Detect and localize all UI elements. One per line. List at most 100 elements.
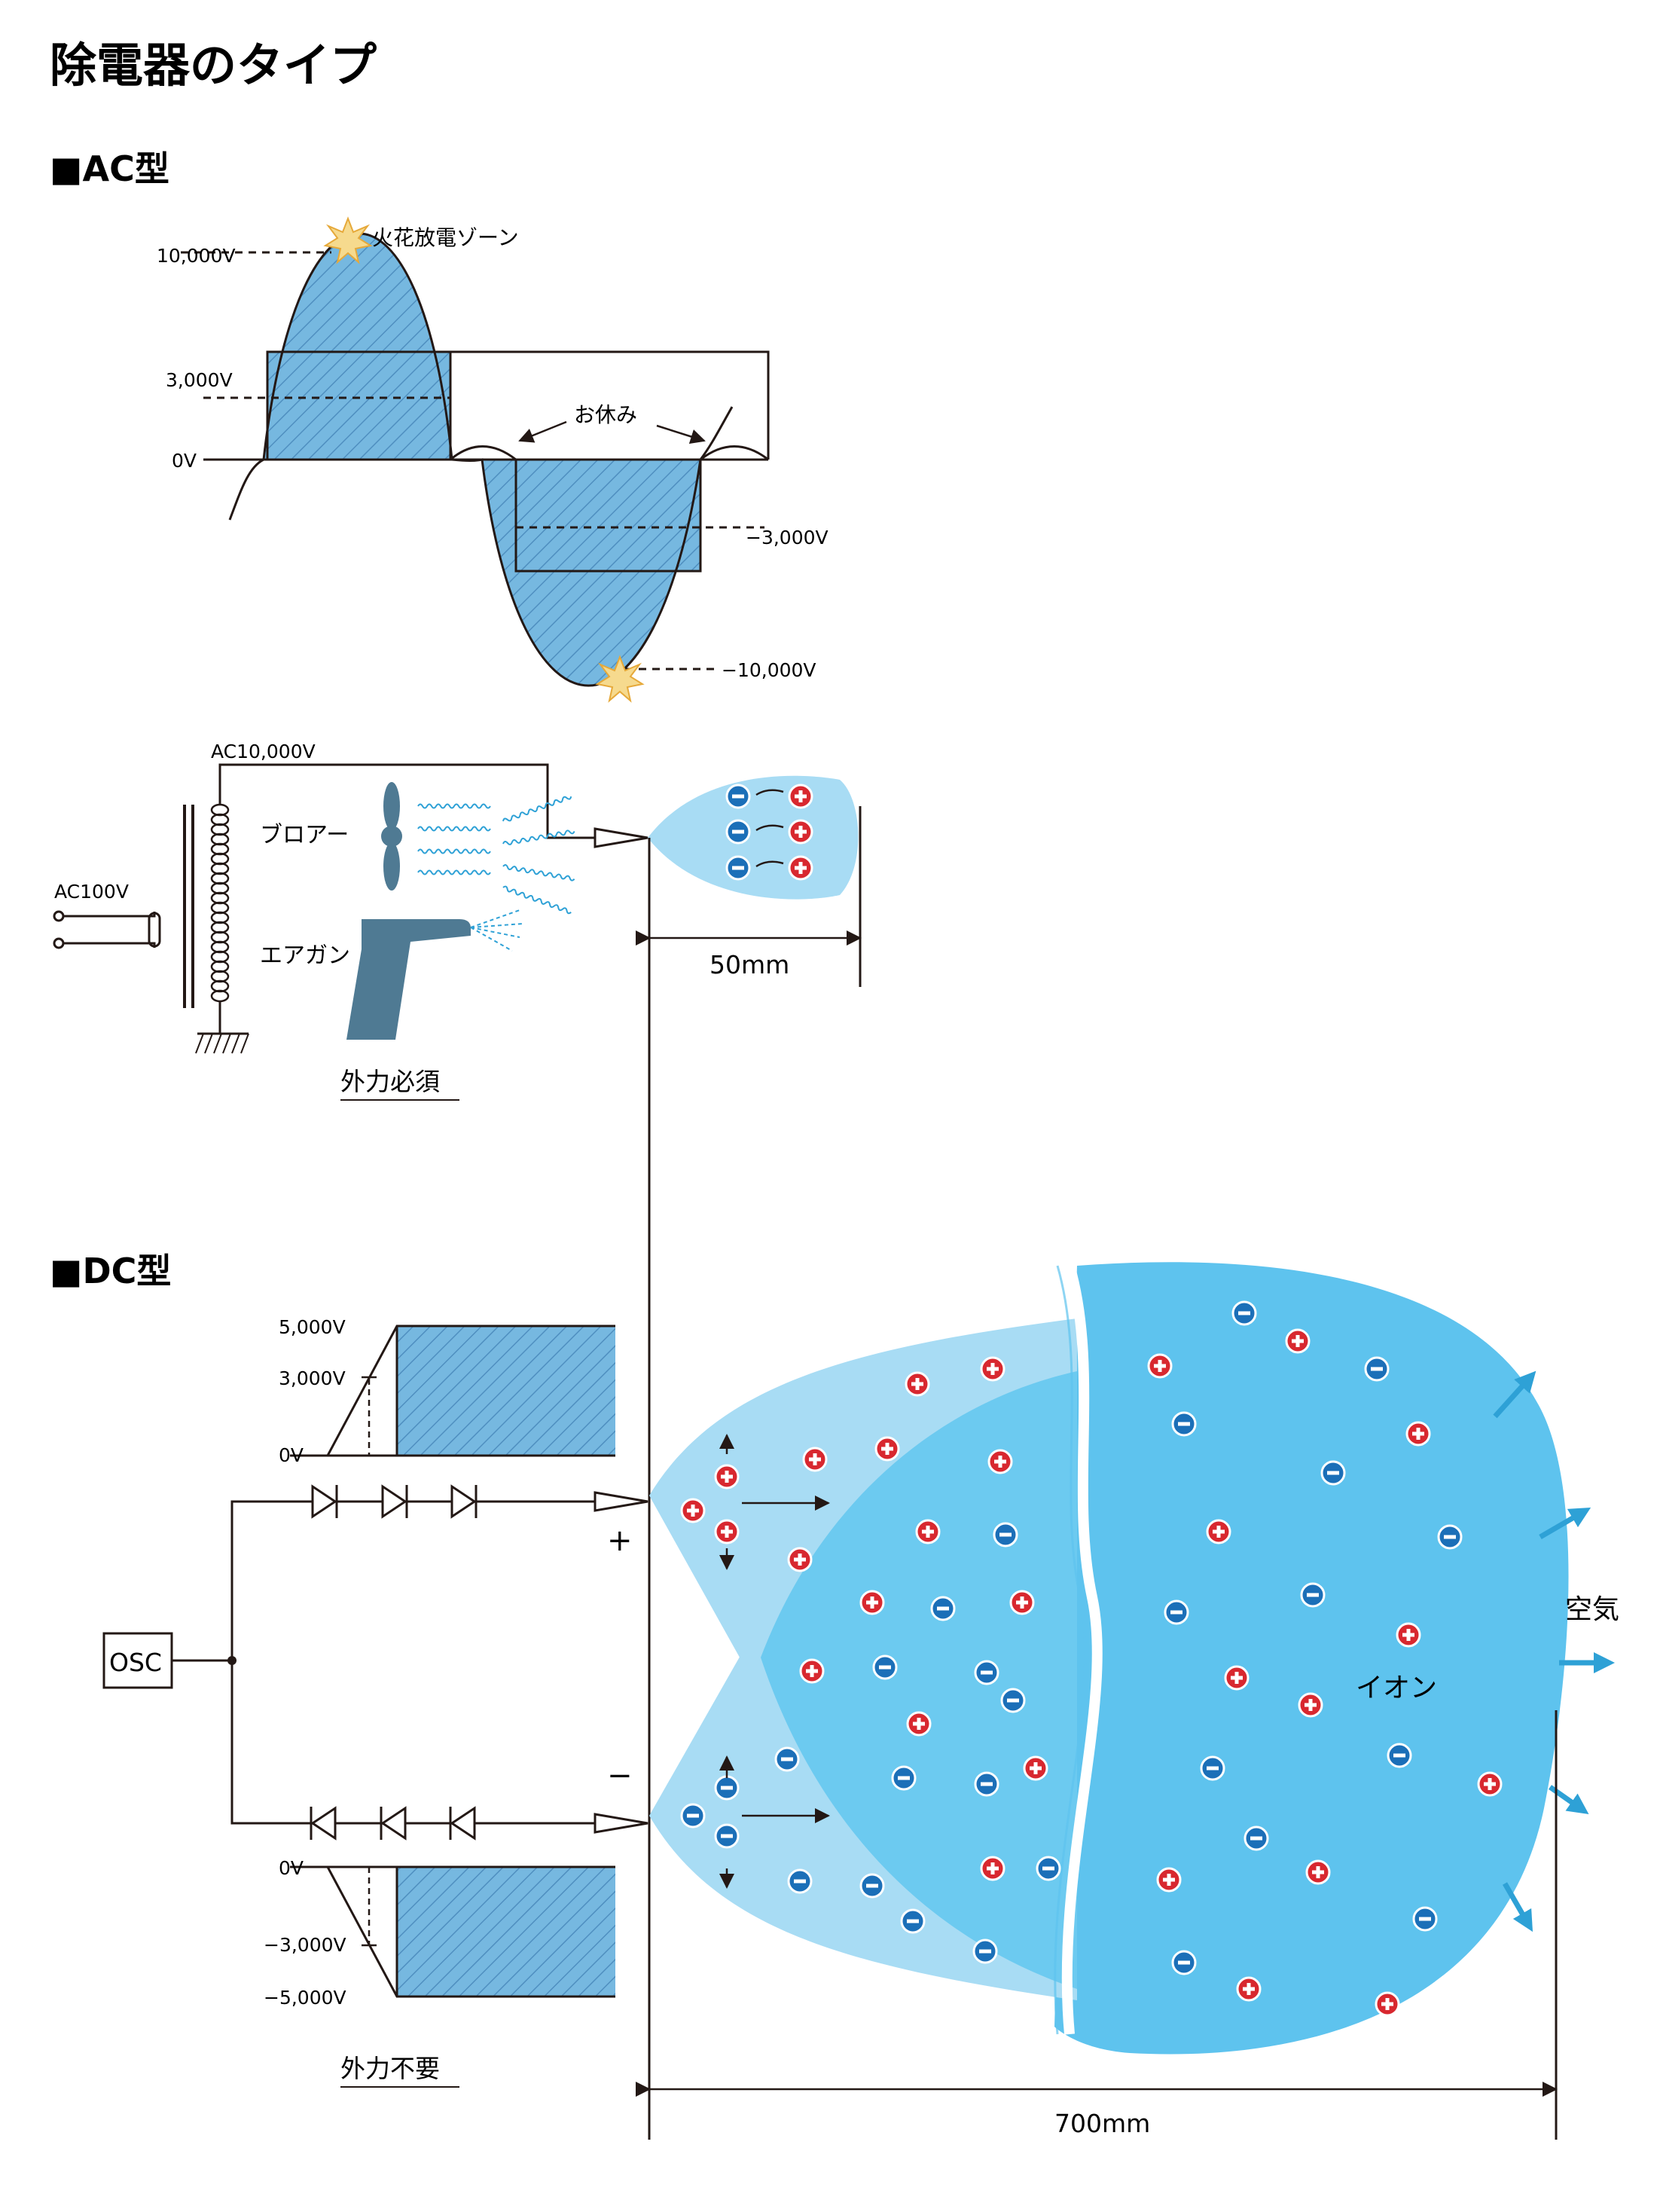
label-v-neg-5000-dc: −5,000V — [264, 1987, 346, 2009]
negative-ion — [1320, 1460, 1346, 1486]
positive-dc-fill — [397, 1326, 615, 1456]
positive-ion — [1156, 1867, 1182, 1893]
label-dc-distance: 700mm — [1054, 2109, 1150, 2138]
label-external-force-required: 外力必須 — [340, 1067, 440, 1096]
negative-ion — [680, 1803, 706, 1829]
label-air: 空気 — [1565, 1594, 1619, 1625]
negative-ion — [725, 819, 751, 845]
negative-ion — [859, 1873, 885, 1899]
positive-ion — [1405, 1421, 1431, 1447]
negative-pulse-rect — [514, 458, 702, 573]
negative-ion — [1412, 1906, 1438, 1932]
positive-ion — [714, 1519, 740, 1544]
positive-electrode — [594, 1491, 648, 1512]
label-v-10000: 10,000V — [157, 245, 236, 267]
spark-icon-top — [323, 216, 373, 264]
negative-ion — [1200, 1755, 1225, 1781]
primary-coil — [148, 912, 161, 948]
label-rest: お休み — [574, 402, 637, 427]
negative-ion — [972, 1939, 998, 1964]
dc-circuit: OSC + − — [102, 1484, 648, 1841]
positive-ion — [1477, 1771, 1503, 1797]
negative-ion — [993, 1522, 1018, 1547]
air-wave — [502, 830, 575, 845]
ac-supply-circuit: AC10,000V AC100V ブロアー — [53, 741, 648, 1101]
ac-heading: ■AC型 — [50, 148, 169, 189]
air-wave — [417, 803, 491, 809]
label-plus: + — [607, 1523, 633, 1558]
negative-ion — [1387, 1743, 1412, 1768]
ac-waveform: 10,000V 3,000V 0V −3,000V −10,000V 火花放電ゾ… — [157, 216, 828, 703]
coil-loop — [210, 989, 230, 1003]
negative-ion — [1437, 1524, 1463, 1550]
negative-ion — [1300, 1582, 1326, 1608]
label-v-0: 0V — [172, 450, 197, 472]
label-v-neg-3000-dc: −3,000V — [264, 1934, 346, 1956]
positive-ion — [1147, 1353, 1173, 1379]
airgun-icon — [346, 919, 471, 1040]
positive-ion — [788, 819, 813, 845]
square-pulse-outline — [450, 350, 770, 460]
label-ac100: AC100V — [54, 881, 129, 903]
positive-ion — [1396, 1622, 1421, 1648]
dc-negative-waveform: 0V −3,000V −5,000V — [264, 1857, 615, 2009]
negative-ion — [1000, 1688, 1026, 1713]
blower-fan-icon — [381, 782, 402, 891]
positive-ion — [874, 1436, 900, 1462]
positive-ion — [1375, 1991, 1400, 2017]
ac-electrode — [594, 827, 648, 848]
page-title: 除電器のタイプ — [50, 38, 377, 93]
label-ac-distance: 50mm — [709, 950, 789, 979]
positive-ion — [1298, 1692, 1323, 1718]
air-wave — [417, 848, 491, 854]
label-v-neg-10000: −10,000V — [722, 659, 816, 681]
air-outflow-arrows — [1493, 1370, 1615, 1932]
positive-ion — [1305, 1859, 1331, 1885]
ground-symbol — [195, 1032, 249, 1054]
negative-ion — [787, 1868, 813, 1894]
rest-arrow-left — [518, 420, 567, 443]
label-spark-zone: 火花放電ゾーン — [372, 225, 519, 250]
negative-ion — [714, 1775, 740, 1801]
positive-ion — [1224, 1665, 1250, 1691]
positive-ion — [980, 1856, 1005, 1881]
negative-electrode — [594, 1813, 648, 1834]
spark-icon-bottom — [595, 655, 645, 703]
positive-ion — [788, 784, 813, 809]
attraction-arrow — [755, 860, 784, 868]
negative-ion — [930, 1596, 956, 1621]
scale-break — [1061, 1264, 1103, 2035]
negative-ion — [714, 1823, 740, 1849]
positive-ion — [905, 1371, 930, 1397]
positive-ion — [980, 1356, 1005, 1382]
negative-ion — [872, 1654, 898, 1680]
label-v-3000-dc: 3,000V — [279, 1367, 346, 1389]
dc-distance: 700mm — [636, 1710, 1558, 2140]
airgun-spray — [470, 909, 524, 952]
negative-ion — [1244, 1826, 1269, 1851]
negative-ion — [774, 1746, 800, 1772]
negative-ion — [974, 1771, 999, 1797]
dc-positive-waveform: 5,000V 3,000V 0V — [279, 1316, 615, 1466]
air-wave — [417, 826, 491, 832]
ac-ion-cloud: 50mm — [636, 775, 862, 987]
ion-cloud-main — [1054, 1262, 1569, 2055]
positive-diodes — [311, 1484, 478, 1519]
positive-ion — [915, 1519, 941, 1544]
positive-ion — [680, 1498, 706, 1523]
input-terminal-1 — [53, 910, 65, 922]
attraction-arrow — [755, 824, 784, 832]
positive-ion — [1285, 1328, 1311, 1354]
ac-ion-pairs — [725, 784, 813, 881]
positive-ion — [788, 855, 813, 881]
positive-ion — [1023, 1755, 1048, 1781]
label-v-3000: 3,000V — [166, 369, 233, 391]
dc-ion-cloud: 空気 イオン — [649, 1262, 1619, 2055]
negative-ion — [725, 855, 751, 881]
label-v-0-dc-bottom: 0V — [279, 1857, 304, 1879]
label-ac10000: AC10,000V — [211, 741, 316, 762]
positive-ion — [714, 1464, 740, 1489]
positive-ion — [1206, 1519, 1231, 1544]
negative-wire — [230, 1661, 595, 1825]
